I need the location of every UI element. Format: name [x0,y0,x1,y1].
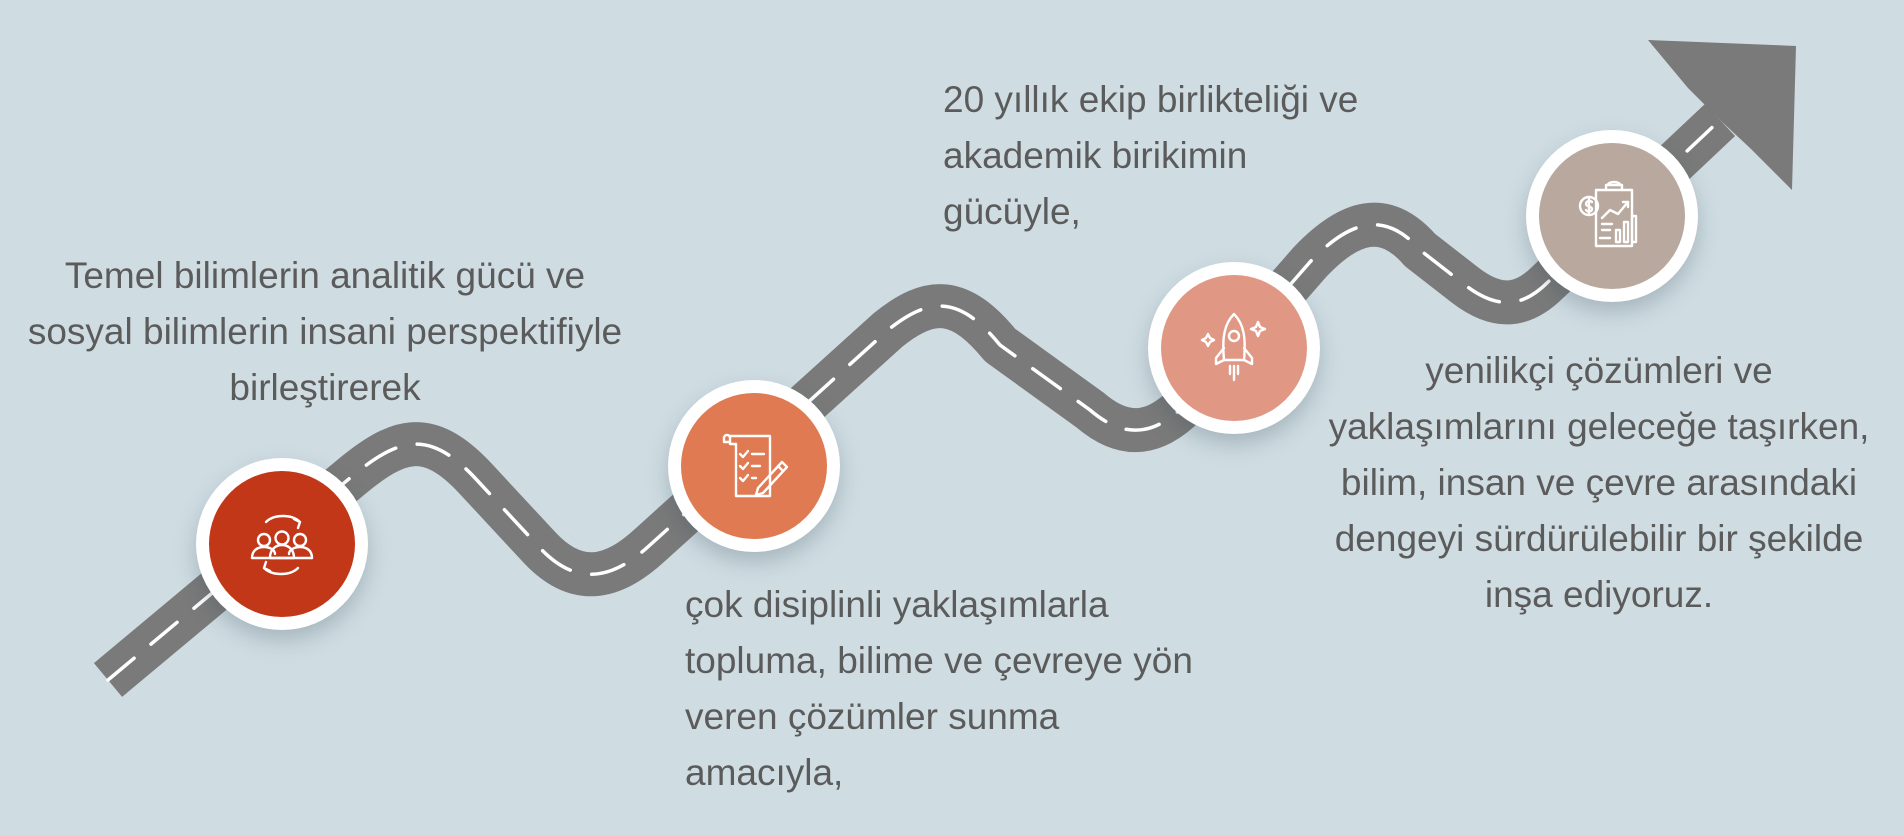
road-dashes [106,118,1722,682]
caption-line: birleştirerek [229,367,421,408]
caption-line: dengeyi sürdürülebilir bir şekilde [1334,518,1864,559]
caption-line: bilim, insan ve çevre arasındaki [1340,462,1858,503]
road-arrowhead [1648,40,1796,190]
milestone-marker-3 [1148,262,1320,434]
milestone-disc [209,471,355,617]
caption-line: topluma, bilime ve çevreye yön [685,640,1193,681]
caption-line: akademik birikimin [943,135,1248,176]
caption-line: gücüyle, [943,191,1081,232]
milestone-marker-2 [668,380,840,552]
milestone-disc [1161,275,1307,421]
caption-line: amacıyla, [685,752,844,793]
caption-step-4: yenilikçi çözümleri ve yaklaşımlarını ge… [1300,343,1898,623]
caption-line: inşa ediyoruz. [1484,574,1714,615]
financial-report-icon [1578,180,1638,248]
caption-line: çok disiplinli yaklaşımlarla [685,584,1109,625]
milestone-marker-1 [196,458,368,630]
milestone-marker-4 [1526,130,1698,302]
caption-line: veren çözümler sunma [685,696,1060,737]
caption-line: Temel bilimlerin analitik gücü ve [64,255,586,296]
checklist-pen-icon [722,433,789,498]
milestone-disc [1539,143,1685,289]
milestone-disc [681,393,827,539]
caption-line: yaklaşımlarını geleceğe taşırken, [1328,406,1870,447]
caption-step-2: çok disiplinli yaklaşımlarla topluma, bi… [685,577,1245,801]
team-cycle-icon [250,514,314,576]
caption-line: sosyal bilimlerin insani perspektifiyle [27,311,623,352]
caption-step-1: Temel bilimlerin analitik gücü ve sosyal… [0,248,650,416]
caption-line: yenilikçi çözümleri ve [1425,350,1773,391]
caption-line: 20 yıllık ekip birlikteliği ve [943,79,1359,120]
caption-step-3: 20 yıllık ekip birlikteliği ve akademik … [943,72,1463,240]
rocket-icon [1200,312,1267,382]
